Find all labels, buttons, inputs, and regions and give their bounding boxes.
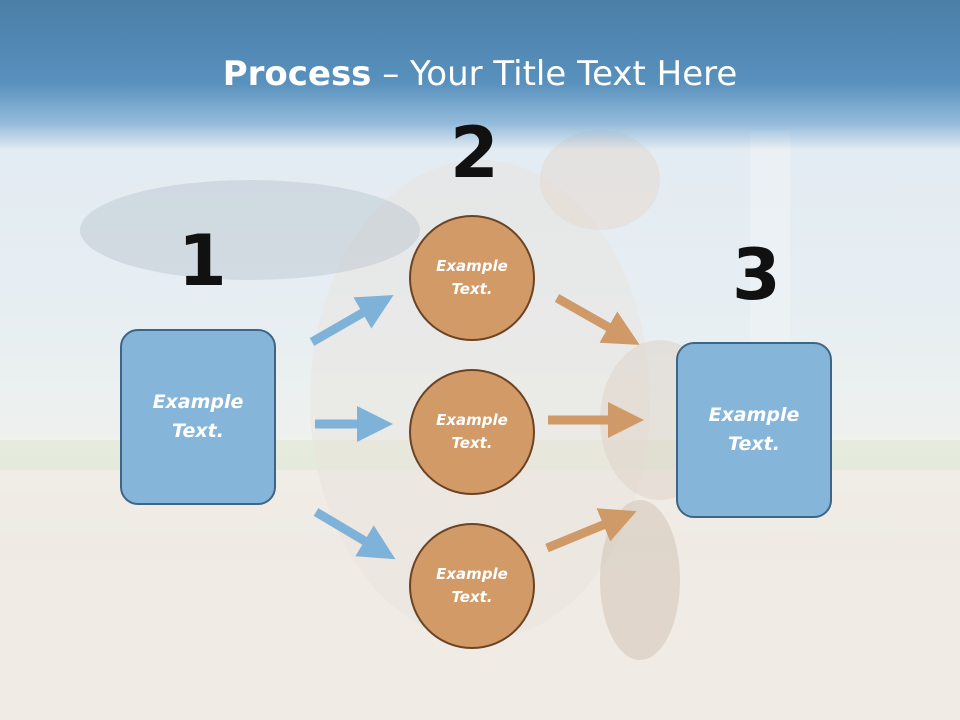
- title-bold: Process: [222, 54, 372, 94]
- title-bar: [0, 0, 960, 150]
- title-rest: – Your Title Text Here: [371, 54, 738, 94]
- step-2-circle-top: Example Text.: [409, 215, 535, 341]
- step-number-1: 1: [178, 220, 227, 302]
- arrow-top-to-3: [554, 294, 640, 345]
- step-number-2: 2: [450, 112, 499, 194]
- step-2-circle-bottom: Example Text.: [409, 523, 535, 649]
- page-title: Process – Your Title Text Here: [0, 52, 960, 96]
- step-3-box: Example Text.: [676, 342, 832, 518]
- step-2-circle-middle: Example Text.: [409, 369, 535, 495]
- arrow-bottom-to-3: [545, 508, 637, 553]
- arrow-1-to-top: [309, 295, 394, 346]
- arrow-1-to-bottom: [313, 508, 396, 560]
- step-number-3: 3: [732, 234, 781, 316]
- step-1-box: Example Text.: [120, 329, 276, 505]
